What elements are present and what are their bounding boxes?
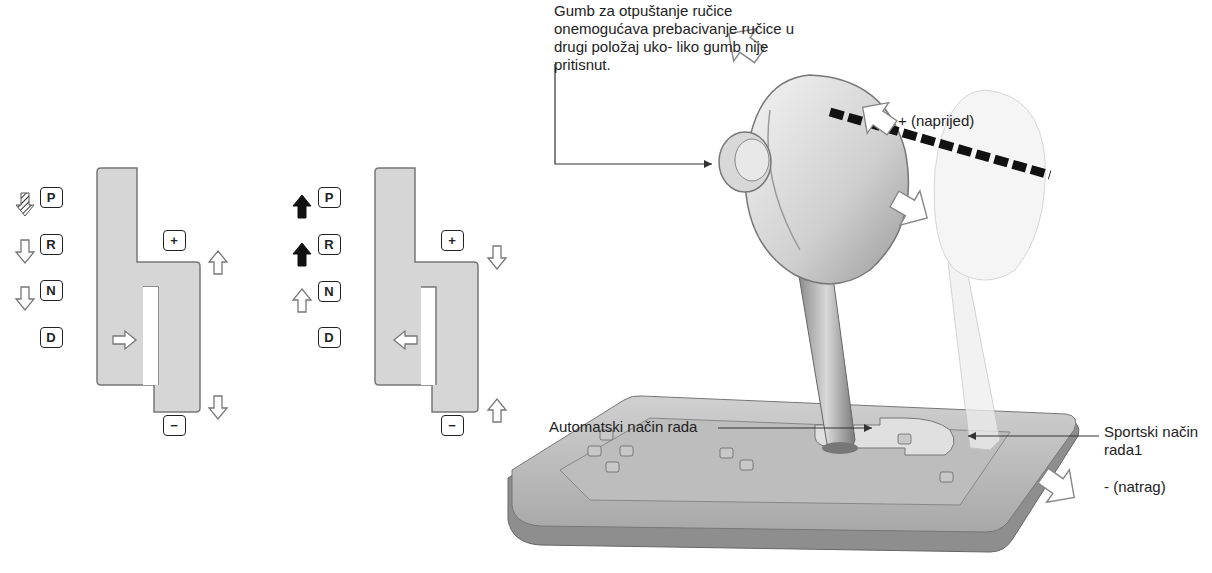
shift-gate [97,168,200,412]
annotation-label: - (natrag) [1104,478,1166,496]
annotation-label: + (naprijed) [898,112,974,130]
gear-letter: R [46,238,55,251]
gear-letter: N [46,284,55,297]
annotation-label: Sportski način rada1 [1104,423,1206,459]
gear-letter: R [324,238,333,251]
gear-position-box: P [318,187,341,208]
shift-gate [375,168,478,412]
gear-position-box: − [441,415,464,436]
gear-letter: D [324,331,333,344]
gear-position-box: R [318,234,341,255]
gear-position-box: N [40,280,63,301]
gear-position-box: D [318,327,341,348]
gear-position-box: R [40,234,63,255]
gear-letter: − [170,419,178,432]
motion-line [830,112,1050,175]
annotation-label: Automatski način rada [549,418,697,436]
leader-line [555,64,1099,436]
gear-position-box: + [441,230,464,251]
gear-position-box: + [163,230,186,251]
gear-position-box: − [163,415,186,436]
gear-letter: − [448,419,456,432]
gear-letter: D [46,331,55,344]
gear-letter: + [170,234,178,247]
gear-letter: P [325,191,334,204]
annotation-label: Gumb za otpuštanje ručice onemogućava pr… [554,2,808,74]
gear-letter: P [47,191,56,204]
lever-knob [719,75,908,454]
gear-letter: N [324,285,333,298]
gear-letter: + [448,234,456,247]
gear-position-box: P [40,187,63,208]
gear-position-box: D [40,327,63,348]
leader-head [704,160,976,440]
gear-position-box: N [318,281,341,302]
